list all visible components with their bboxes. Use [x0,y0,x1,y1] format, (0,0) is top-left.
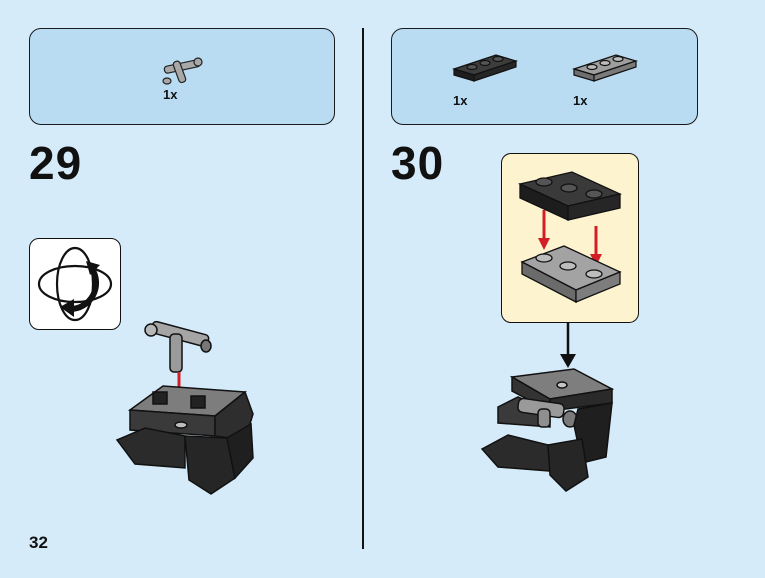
callout-to-model-arrow [560,322,576,368]
step-29-parts-box: 1x [29,28,335,125]
part-quantity: 1x [573,93,588,108]
part-quantity: 1x [453,93,468,108]
grey-plate-part-icon [572,54,638,82]
page-number: 32 [29,533,48,552]
black-plate-part-icon [452,54,518,82]
rotate-model-box [29,238,121,330]
step-30-parts-box: 1x 1x [391,28,698,125]
step-divider [362,28,364,549]
step-number: 29 [29,137,83,189]
step-30-model [480,368,615,492]
step-number: 30 [391,137,445,189]
part-quantity: 1x [163,87,178,102]
sub-assembly-callout [501,153,639,323]
step-29-model [115,320,254,495]
rotate-icon [37,246,113,322]
callout-assembly-illustration [517,171,623,304]
lever-part-icon [162,57,203,85]
